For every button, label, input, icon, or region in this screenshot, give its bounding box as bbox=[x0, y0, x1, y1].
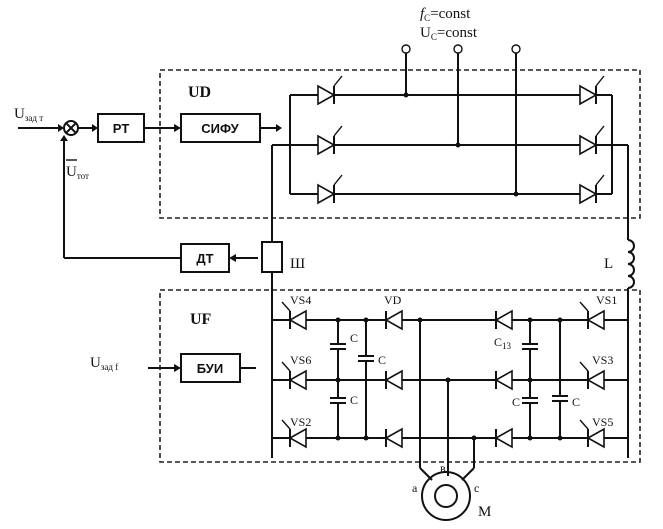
block-bui-label: БУИ bbox=[197, 361, 223, 376]
supply-terminals bbox=[401, 44, 521, 197]
cap-label-c13: C13 bbox=[494, 335, 512, 351]
inductor-label: L bbox=[604, 256, 613, 272]
vs6-label: VS6 bbox=[290, 353, 311, 367]
input-u-freq-label: Uзад f bbox=[90, 355, 118, 372]
vs3-label: VS3 bbox=[592, 353, 613, 367]
block-dt-label: ДТ bbox=[196, 251, 213, 266]
vs5-label: VS5 bbox=[592, 415, 613, 429]
vs1-label: VS1 bbox=[596, 293, 617, 307]
phase-c-label: c bbox=[474, 481, 479, 495]
phase-b-label: в bbox=[440, 461, 446, 475]
cap-label-3: C bbox=[350, 393, 358, 407]
vd-label: VD bbox=[384, 293, 402, 307]
input-u-current-label: Uзад т bbox=[14, 106, 43, 123]
control-chain bbox=[18, 120, 282, 136]
region-uf-label: UF bbox=[190, 311, 212, 328]
motor bbox=[419, 467, 475, 521]
region-ud-label: UD bbox=[188, 84, 211, 101]
cap-label-4: C bbox=[512, 395, 520, 409]
inverter-bridge bbox=[148, 301, 628, 468]
feedback-path bbox=[60, 135, 258, 262]
dt-block bbox=[180, 243, 230, 273]
shunt bbox=[261, 241, 283, 273]
motor-label: M bbox=[478, 504, 491, 520]
feedback-u-label: Uтот bbox=[66, 164, 89, 181]
phase-a-label: a bbox=[412, 481, 418, 495]
vs4-label: VS4 bbox=[290, 293, 311, 307]
supply-volt-label: UC=const bbox=[420, 25, 478, 42]
supply-freq-label: fC=const bbox=[420, 6, 471, 23]
inductor-l bbox=[627, 239, 635, 458]
sifu-block bbox=[180, 113, 261, 143]
uf-region-border bbox=[159, 289, 641, 463]
cap-label-5: C bbox=[572, 395, 580, 409]
shunt-label: Ш bbox=[290, 256, 305, 272]
rt-block bbox=[97, 113, 145, 143]
block-rt-label: PT bbox=[113, 121, 130, 136]
bui-block bbox=[180, 353, 241, 383]
block-sifu-label: СИФУ bbox=[201, 121, 239, 136]
cap-label-1: C bbox=[350, 331, 358, 345]
rectifier-bridge bbox=[271, 75, 629, 243]
cap-label-2: C bbox=[378, 353, 386, 367]
vs2-label: VS2 bbox=[290, 415, 311, 429]
ud-region-border bbox=[159, 69, 641, 219]
